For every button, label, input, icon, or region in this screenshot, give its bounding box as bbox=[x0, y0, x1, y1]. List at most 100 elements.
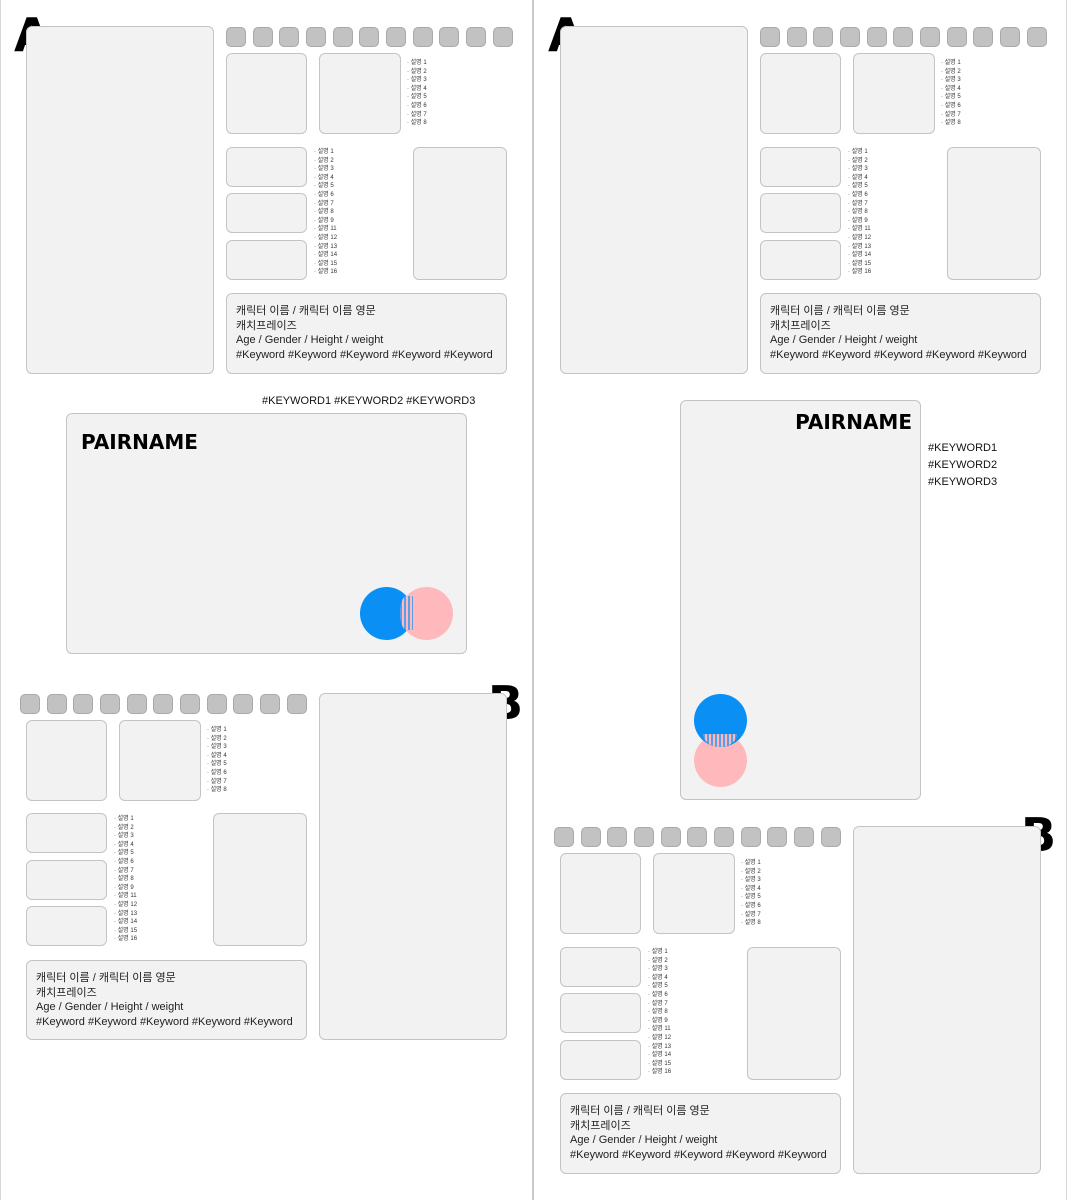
chip bbox=[1027, 27, 1047, 47]
description-item: · 설명 16 bbox=[648, 1069, 672, 1076]
description-item: · 설명 6 bbox=[407, 102, 427, 109]
description-item: · 설명 2 bbox=[314, 157, 334, 164]
description-item: · 설명 5 bbox=[407, 94, 427, 101]
pair-keyword: #KEYWORD2 bbox=[928, 459, 998, 471]
chip bbox=[253, 27, 273, 47]
description-item: · 설명 9 bbox=[114, 884, 134, 891]
small-box bbox=[560, 993, 641, 1033]
overlap-stripes bbox=[703, 734, 737, 747]
description-item: · 설명 11 bbox=[848, 226, 871, 233]
profile-card: 캐릭터 이름 / 캐릭터 이름 영문 캐치프레이즈 Age / Gender /… bbox=[760, 293, 1041, 374]
profile-card: 캐릭터 이름 / 캐릭터 이름 영문 캐치프레이즈 Age / Gender /… bbox=[560, 1093, 841, 1174]
image-box bbox=[413, 147, 507, 280]
center-divider bbox=[532, 0, 534, 1200]
description-item: · 설명 6 bbox=[207, 769, 227, 776]
description-item: · 설명 7 bbox=[648, 1000, 668, 1007]
description-list-long: · 설명 1 · 설명 2 · 설명 3 · 설명 4 · 설명 5 · 설명 … bbox=[114, 815, 137, 944]
image-box bbox=[653, 853, 735, 934]
profile-catchphrase: 캐치프레이즈 bbox=[570, 1119, 631, 1132]
chip bbox=[634, 827, 654, 847]
description-item: · 설명 6 bbox=[848, 191, 868, 198]
chip bbox=[386, 27, 406, 47]
description-item: · 설명 4 bbox=[407, 85, 427, 92]
small-box bbox=[560, 1040, 641, 1080]
chip bbox=[920, 27, 940, 47]
description-item: · 설명 3 bbox=[314, 166, 334, 173]
description-list-short: · 설명 1 · 설명 2 · 설명 3 · 설명 4 · 설명 5 · 설명 … bbox=[941, 59, 961, 128]
description-item: · 설명 8 bbox=[741, 920, 761, 927]
description-list-long: · 설명 1 · 설명 2 · 설명 3 · 설명 4 · 설명 5 · 설명 … bbox=[848, 148, 871, 277]
description-item: · 설명 1 bbox=[114, 816, 134, 822]
chip bbox=[20, 694, 40, 714]
description-item: · 설명 14 bbox=[848, 252, 872, 259]
pair-keyword: #KEYWORD1 bbox=[928, 442, 998, 454]
profile-stats: Age / Gender / Height / weight bbox=[770, 334, 918, 347]
chip bbox=[439, 27, 459, 47]
profile-catchphrase: 캐치프레이즈 bbox=[770, 319, 831, 332]
profile-name: 캐릭터 이름 / 캐릭터 이름 영문 bbox=[570, 1105, 710, 1117]
description-item: · 설명 13 bbox=[648, 1043, 672, 1050]
profile-catchphrase: 캐치프레이즈 bbox=[236, 319, 297, 332]
description-item: · 설명 4 bbox=[314, 174, 334, 181]
description-item: · 설명 4 bbox=[207, 752, 227, 759]
chip bbox=[760, 27, 780, 47]
pair-keywords: #KEYWORD1 #KEYWORD2 #KEYWORD3 bbox=[262, 395, 476, 407]
description-item: · 설명 3 bbox=[848, 166, 868, 173]
chip bbox=[687, 827, 707, 847]
chip bbox=[180, 694, 200, 714]
profile-stats: Age / Gender / Height / weight bbox=[570, 1134, 718, 1147]
chip bbox=[233, 694, 253, 714]
description-item: · 설명 7 bbox=[207, 778, 227, 785]
chip bbox=[714, 827, 734, 847]
description-item: · 설명 15 bbox=[114, 927, 138, 934]
description-item: · 설명 11 bbox=[114, 893, 137, 900]
image-box bbox=[560, 853, 641, 934]
description-item: · 설명 2 bbox=[941, 68, 961, 75]
description-item: · 설명 8 bbox=[314, 209, 334, 216]
description-item: · 설명 6 bbox=[741, 902, 761, 909]
image-box bbox=[853, 53, 935, 134]
description-item: · 설명 6 bbox=[648, 991, 668, 998]
description-item: · 설명 9 bbox=[648, 1017, 668, 1024]
description-item: · 설명 8 bbox=[648, 1009, 668, 1016]
chip bbox=[306, 27, 326, 47]
description-item: · 설명 3 bbox=[207, 744, 227, 751]
chip bbox=[554, 827, 574, 847]
description-item: · 설명 15 bbox=[848, 260, 872, 267]
chip bbox=[893, 27, 913, 47]
description-item: · 설명 8 bbox=[407, 120, 427, 127]
chip bbox=[413, 27, 433, 47]
chip bbox=[1000, 27, 1020, 47]
description-item: · 설명 2 bbox=[207, 735, 227, 742]
description-item: · 설명 8 bbox=[114, 876, 134, 883]
description-item: · 설명 4 bbox=[941, 85, 961, 92]
chip bbox=[73, 694, 93, 714]
description-item: · 설명 12 bbox=[648, 1034, 672, 1041]
chip bbox=[661, 827, 681, 847]
description-item: · 설명 4 bbox=[648, 974, 668, 981]
pair-card: PAIRNAME bbox=[66, 413, 467, 654]
pair-card: PAIRNAME bbox=[680, 400, 921, 800]
chip bbox=[207, 694, 227, 714]
chip bbox=[127, 694, 147, 714]
description-item: · 설명 14 bbox=[648, 1052, 672, 1059]
image-box bbox=[213, 813, 307, 946]
image-box bbox=[319, 53, 401, 134]
overlap-stripes bbox=[400, 596, 413, 630]
chip bbox=[226, 27, 246, 47]
description-item: · 설명 2 bbox=[407, 68, 427, 75]
chip bbox=[767, 827, 787, 847]
pair-name: PAIRNAME bbox=[81, 430, 198, 454]
description-item: · 설명 2 bbox=[648, 957, 668, 964]
description-item: · 설명 8 bbox=[941, 120, 961, 127]
chip bbox=[794, 827, 814, 847]
description-item: · 설명 5 bbox=[741, 894, 761, 901]
image-box bbox=[26, 720, 107, 801]
description-item: · 설명 5 bbox=[207, 761, 227, 768]
small-box bbox=[226, 147, 307, 187]
description-item: · 설명 4 bbox=[114, 841, 134, 848]
description-item: · 설명 6 bbox=[314, 191, 334, 198]
small-box bbox=[760, 240, 841, 280]
description-item: · 설명 1 bbox=[741, 860, 761, 866]
profile-keywords: #Keyword #Keyword #Keyword #Keyword #Key… bbox=[236, 348, 493, 361]
